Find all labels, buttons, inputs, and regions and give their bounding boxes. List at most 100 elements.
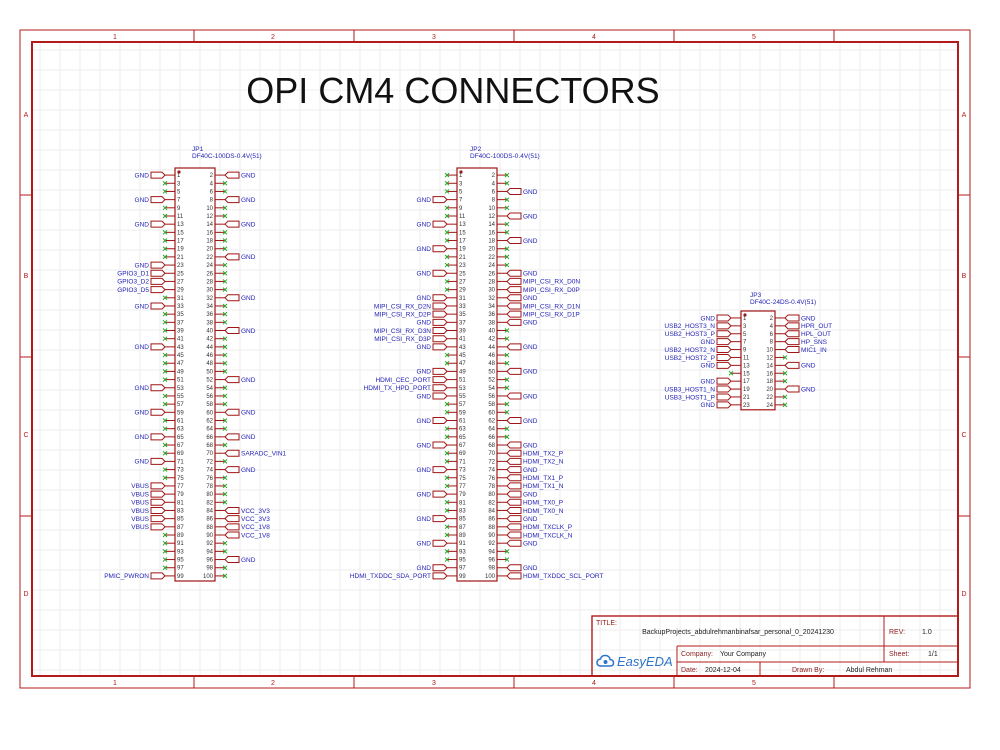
date-value: 2024-12-04 bbox=[705, 667, 741, 674]
no-connect-mark bbox=[444, 483, 450, 489]
no-connect-mark bbox=[222, 360, 228, 366]
net-label: GPIO3_D2 bbox=[117, 279, 149, 286]
column-marker-top: 2 bbox=[271, 34, 275, 41]
net-port bbox=[150, 457, 166, 465]
pin-number: 48 bbox=[488, 361, 495, 367]
net-port bbox=[506, 523, 522, 531]
pin-number: 98 bbox=[206, 566, 213, 572]
no-connect-mark bbox=[504, 221, 510, 227]
pin-number: 15 bbox=[177, 230, 184, 236]
gnd-label: GND bbox=[241, 221, 256, 228]
pin-number: 33 bbox=[177, 304, 184, 310]
net-port bbox=[432, 466, 448, 474]
gnd-label: GND bbox=[135, 172, 150, 179]
net-port bbox=[224, 466, 240, 474]
pin-number: 1 bbox=[459, 173, 463, 179]
row-marker-left: D bbox=[23, 591, 28, 598]
no-connect-mark bbox=[444, 172, 450, 178]
no-connect-mark bbox=[222, 319, 228, 325]
pin-number: 63 bbox=[177, 427, 184, 433]
net-port bbox=[150, 433, 166, 441]
net-port bbox=[716, 377, 732, 385]
pin-number: 59 bbox=[459, 410, 466, 416]
sheet-value: 1/1 bbox=[928, 651, 938, 658]
net-port bbox=[150, 196, 166, 204]
pin-number: 8 bbox=[492, 198, 496, 204]
pin-number: 51 bbox=[459, 378, 466, 384]
pin-number: 33 bbox=[459, 304, 466, 310]
pin-number: 58 bbox=[206, 402, 213, 408]
gnd-label: GND bbox=[523, 393, 538, 400]
no-connect-mark bbox=[222, 491, 228, 497]
net-port bbox=[506, 212, 522, 220]
net-port bbox=[784, 361, 800, 369]
pin-number: 53 bbox=[459, 386, 466, 392]
net-port bbox=[432, 376, 448, 384]
net-port bbox=[432, 441, 448, 449]
pin-number: 39 bbox=[177, 329, 184, 335]
connector-refdes: JP1 bbox=[192, 146, 204, 153]
no-connect-mark bbox=[444, 434, 450, 440]
net-label: HPR_OUT bbox=[801, 323, 832, 330]
net-port bbox=[150, 523, 166, 531]
no-connect-mark bbox=[444, 360, 450, 366]
pin-number: 6 bbox=[492, 189, 496, 195]
net-port bbox=[432, 564, 448, 572]
pin-number: 1 bbox=[743, 316, 747, 322]
pin-number: 16 bbox=[488, 230, 495, 236]
net-port bbox=[150, 302, 166, 310]
gnd-label: GND bbox=[241, 254, 256, 261]
no-connect-mark bbox=[444, 287, 450, 292]
pin-number: 82 bbox=[488, 500, 495, 506]
no-connect-mark bbox=[222, 499, 228, 505]
gnd-label: GND bbox=[417, 369, 432, 376]
no-connect-mark bbox=[504, 254, 510, 260]
no-connect-mark bbox=[222, 418, 228, 423]
no-connect-mark bbox=[162, 377, 168, 382]
pin-number: 80 bbox=[488, 492, 495, 498]
pin-number: 8 bbox=[210, 198, 214, 204]
pin-number: 77 bbox=[459, 484, 466, 490]
pin-number: 58 bbox=[488, 402, 495, 408]
pin-number: 27 bbox=[459, 279, 466, 285]
pin-number: 28 bbox=[488, 279, 495, 285]
no-connect-mark bbox=[504, 426, 510, 432]
net-port bbox=[432, 245, 448, 253]
net-port bbox=[432, 310, 448, 318]
net-label: MIPI_CSI_RX_D1P bbox=[523, 311, 580, 318]
net-port bbox=[150, 490, 166, 498]
connector-body bbox=[740, 310, 776, 411]
pin-number: 75 bbox=[459, 476, 466, 482]
pin-number: 23 bbox=[177, 263, 184, 269]
pin-number: 17 bbox=[459, 239, 466, 245]
net-label: USB2_HOST3_N bbox=[664, 323, 715, 330]
net-label: USB3_HOST1_N bbox=[664, 386, 715, 393]
pin-number: 92 bbox=[488, 541, 495, 547]
pin-number: 36 bbox=[488, 312, 495, 318]
connector-refdes: JP3 bbox=[750, 292, 762, 299]
net-label: VCC_1V8 bbox=[241, 532, 270, 539]
no-connect-mark bbox=[162, 254, 168, 260]
pin-number: 29 bbox=[459, 288, 466, 294]
pin-number: 22 bbox=[488, 255, 495, 261]
no-connect-mark bbox=[162, 180, 168, 186]
pin-number: 68 bbox=[488, 443, 495, 449]
no-connect-mark bbox=[222, 213, 228, 219]
net-port bbox=[150, 343, 166, 351]
net-port bbox=[432, 539, 448, 547]
pin-number: 64 bbox=[206, 427, 213, 433]
pin-number: 9 bbox=[459, 206, 463, 212]
net-label: USB3_HOST1_P bbox=[665, 394, 715, 401]
pin-number: 67 bbox=[177, 443, 184, 449]
pin-number: 56 bbox=[206, 394, 213, 400]
pin-number: 62 bbox=[488, 418, 495, 424]
rev-value: 1.0 bbox=[922, 629, 932, 636]
no-connect-mark bbox=[444, 409, 450, 415]
connector-refdes: JP2 bbox=[470, 146, 482, 153]
no-connect-mark bbox=[444, 180, 450, 186]
net-port bbox=[150, 408, 166, 416]
pin-number: 18 bbox=[766, 379, 773, 385]
no-connect-mark bbox=[504, 409, 510, 415]
pin-number: 48 bbox=[206, 361, 213, 367]
pin-number: 56 bbox=[488, 394, 495, 400]
